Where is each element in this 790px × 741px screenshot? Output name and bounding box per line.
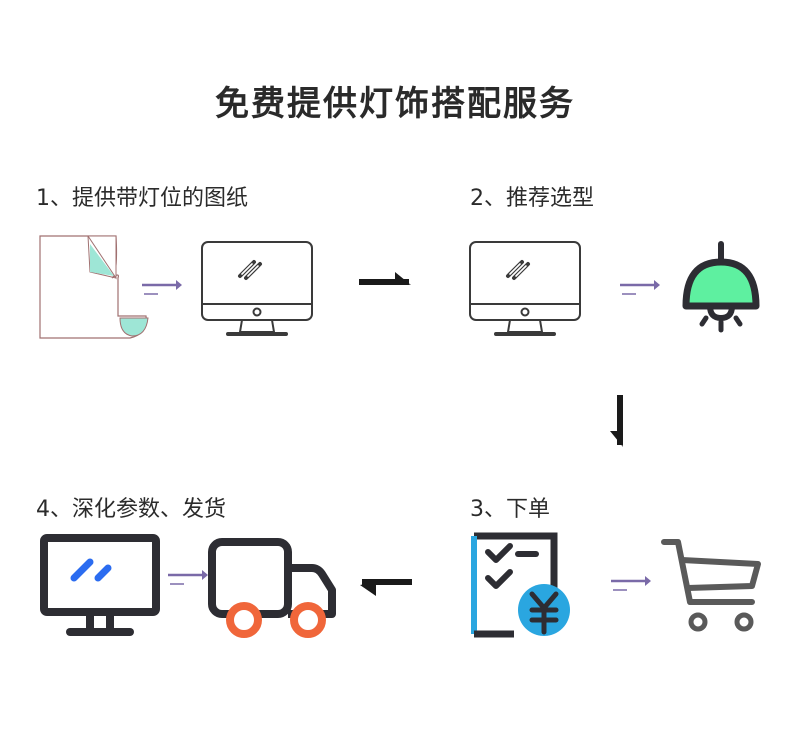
monitor-icon <box>201 241 313 336</box>
delivery-truck-icon <box>208 538 336 638</box>
arrow-right-icon <box>142 280 182 295</box>
flow-arrow-left-icon <box>360 579 412 596</box>
blueprint-paper-icon <box>39 235 149 339</box>
step-4-label: 4、深化参数、发货 <box>36 497 226 522</box>
arrow-right-icon <box>611 576 651 591</box>
shopping-cart-icon <box>661 539 761 632</box>
flow-arrow-right-icon <box>359 272 411 285</box>
arrow-right-icon <box>168 570 208 585</box>
checklist-yuan-icon <box>471 532 570 638</box>
arrow-right-icon <box>620 280 660 295</box>
flow-arrow-down-icon <box>610 395 623 447</box>
pendant-lamp-icon <box>682 241 760 333</box>
page-title: 免费提供灯饰搭配服务 <box>215 84 575 124</box>
step-3-label: 3、下单 <box>470 497 550 522</box>
monitor-icon <box>469 241 581 336</box>
step-2-label: 2、推荐选型 <box>470 186 594 211</box>
step-1-label: 1、提供带灯位的图纸 <box>36 186 248 211</box>
monitor-icon <box>40 534 160 636</box>
